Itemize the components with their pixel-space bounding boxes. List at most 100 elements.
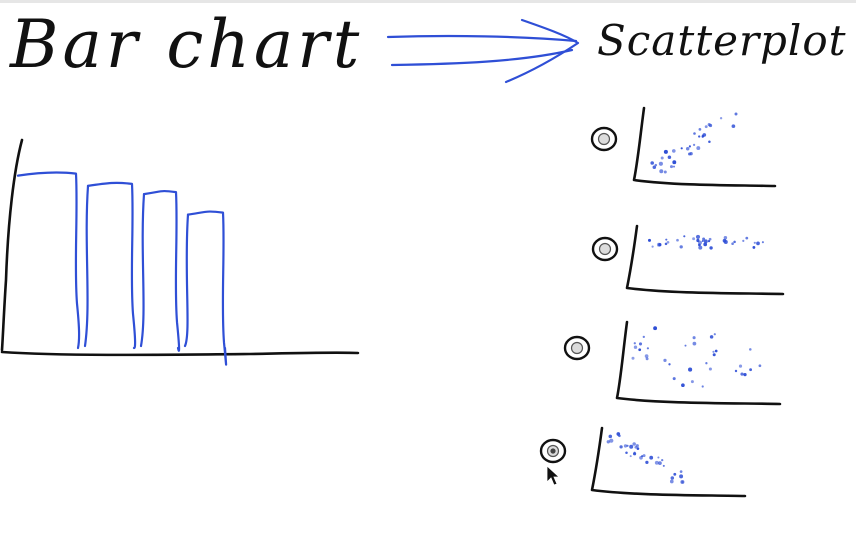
scatter-point [701, 135, 704, 138]
scatter-point [731, 242, 734, 245]
bar-3-left-edge [139, 193, 146, 348]
bar-chart-axes [0, 138, 360, 357]
scatter-point [743, 372, 747, 377]
scatter-point [740, 372, 744, 376]
scatter-point [709, 246, 713, 250]
scatter-point [698, 245, 703, 250]
scatter-point [632, 452, 637, 456]
scatter-point [698, 128, 702, 131]
scatter-point [650, 161, 654, 165]
scatter-point [719, 117, 723, 120]
scatter-point [653, 326, 658, 331]
bar-2 [86, 181, 137, 350]
scatter-point [647, 238, 652, 242]
scatter-point [738, 364, 743, 368]
scatter-point [644, 354, 649, 358]
scatter-point [658, 243, 662, 247]
scatter-point [646, 347, 650, 350]
scatter-point [625, 451, 628, 454]
scatter-point [701, 385, 704, 388]
scatter-point [688, 145, 691, 148]
scatter-point [658, 461, 662, 465]
scatter-point [695, 234, 701, 239]
scatter-point [649, 455, 654, 460]
scatter-option-1[interactable] [590, 106, 777, 188]
scatter-point [666, 240, 670, 244]
scatter-point [690, 380, 694, 384]
bar-chart-bars [16, 171, 228, 366]
scatter-point [669, 165, 674, 169]
bar-3 [142, 189, 181, 352]
mini-plot-axes [590, 426, 747, 498]
mini-plot-points [631, 326, 762, 388]
scatter-point [670, 476, 675, 480]
scatter-point [701, 239, 704, 243]
scatter-point [684, 344, 687, 347]
scatter-point [676, 238, 679, 242]
scatter-point [629, 455, 632, 458]
scatter-option-2[interactable] [591, 224, 785, 296]
scatter-point [665, 238, 668, 241]
scatter-point [664, 242, 668, 246]
scatter-point [662, 464, 665, 467]
scatter-point [704, 125, 708, 129]
mini-plot-axes [632, 106, 777, 188]
scatter-point [681, 480, 684, 484]
scatter-point [618, 434, 621, 438]
scatter-point [713, 333, 716, 336]
bar-1 [16, 171, 81, 350]
scatter-point [702, 133, 707, 137]
scatter-point [705, 362, 708, 365]
scatter-point [679, 245, 683, 249]
scatter-point [756, 241, 760, 246]
scatter-point [645, 357, 649, 361]
radio-button[interactable] [539, 438, 567, 464]
scatter-point [636, 447, 640, 450]
scatter-point [651, 245, 654, 248]
scatter-point [708, 237, 712, 241]
radio-button[interactable] [563, 335, 591, 361]
scatter-point [664, 150, 667, 154]
scatter-point [672, 160, 677, 165]
scatter-point [645, 460, 649, 465]
radio-button[interactable] [590, 126, 618, 152]
scatter-option-4[interactable] [539, 426, 747, 498]
scatter-point [626, 444, 629, 447]
scatter-point [642, 335, 645, 339]
scatter-point [658, 161, 663, 166]
mini-plot-points [650, 112, 738, 174]
bar-chart-title: Bar chart [10, 6, 364, 83]
scatter-point [631, 356, 635, 360]
scatter-option-3[interactable] [563, 320, 782, 406]
scatter-point [708, 123, 713, 128]
scatter-point [679, 474, 684, 479]
scatter-point [692, 143, 696, 147]
scatter-point [685, 147, 690, 151]
scatter-point [663, 170, 667, 174]
scatter-point [660, 156, 664, 160]
scatter-point [692, 237, 696, 241]
scatter-point [758, 364, 762, 368]
scatter-point [652, 165, 657, 170]
scatter-point [668, 363, 671, 366]
scatter-point [692, 336, 696, 340]
scatter-point [733, 240, 736, 244]
radio-button[interactable] [591, 236, 619, 262]
scatter-point [714, 349, 718, 353]
scatter-point [639, 455, 643, 460]
scatter-point [672, 165, 676, 168]
scatter-point [632, 442, 636, 446]
scatter-point [698, 135, 701, 138]
scatter-point [629, 444, 634, 449]
scatter-point [608, 434, 613, 439]
scatter-point [722, 238, 727, 243]
scatter-point [669, 479, 674, 484]
scatter-point [712, 353, 716, 357]
scatter-point [623, 444, 628, 448]
scatter-point [709, 335, 714, 339]
scatter-point [680, 147, 683, 150]
scatter-point [745, 236, 749, 240]
scatter-point [688, 367, 693, 372]
bar-4-left-edge [183, 213, 190, 348]
